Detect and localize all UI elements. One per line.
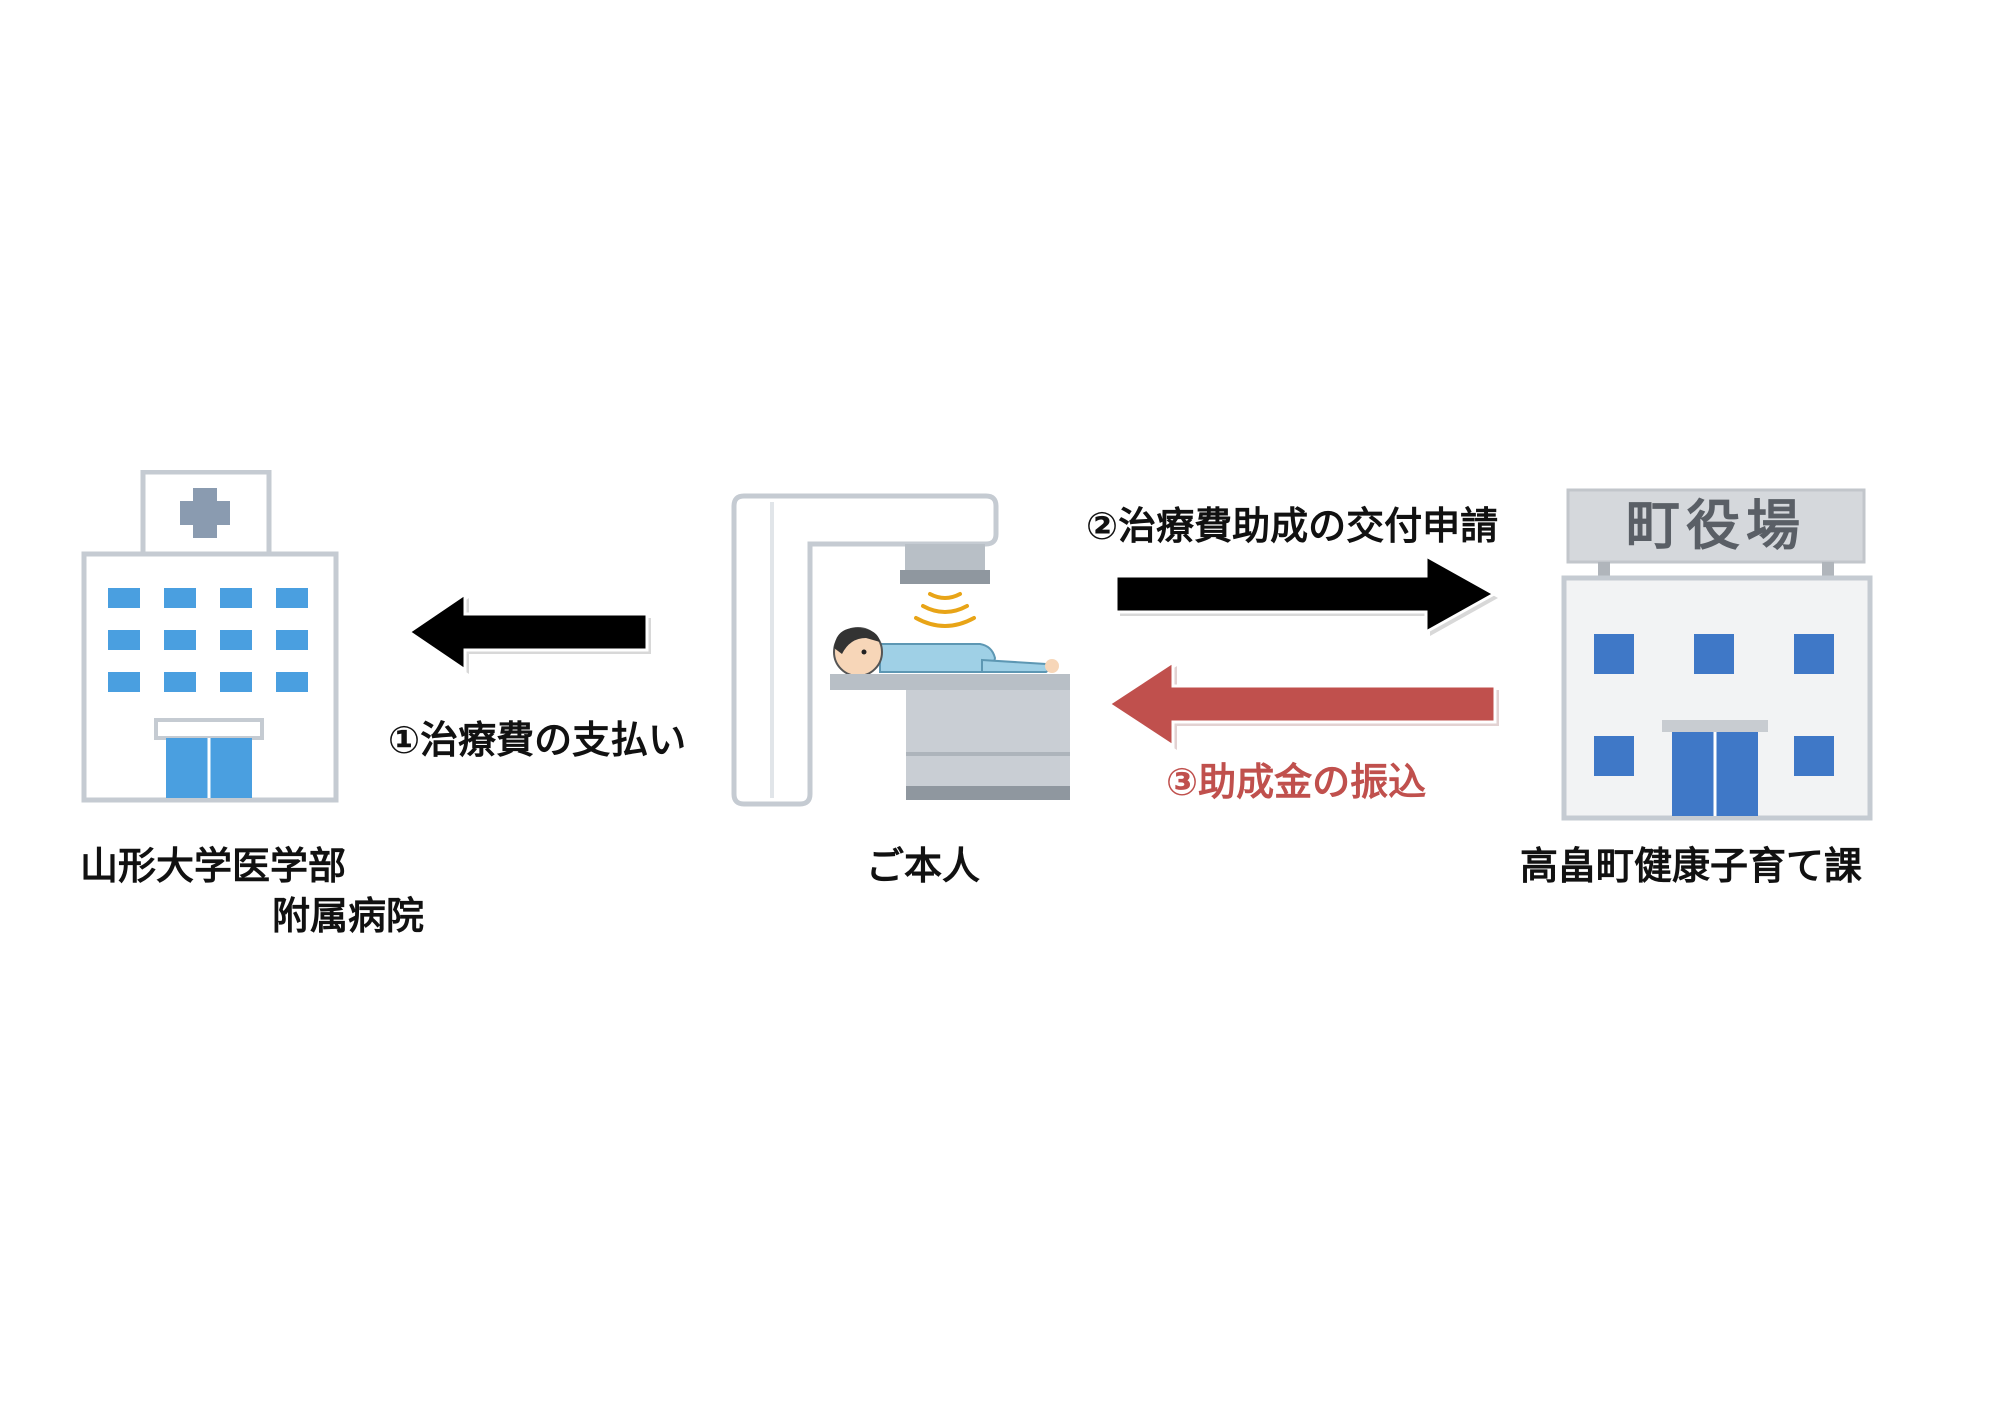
town-hall-sign-text: 町役場 [1626, 494, 1806, 557]
step-1-label: ①治療費の支払い [388, 718, 687, 762]
hospital-name-line2: 附属病院 [272, 894, 425, 938]
radiation-therapy-patient-icon [731, 493, 1070, 807]
application-arrow [1114, 553, 1498, 636]
hospital-name-line1: 山形大学医学部 [80, 844, 347, 888]
payment-arrow [406, 592, 651, 674]
step-3-label: ③助成金の振込 [1166, 760, 1427, 804]
transfer-arrow [1106, 659, 1499, 750]
patient-label: ご本人 [866, 844, 981, 888]
hospital-icon [81, 470, 339, 803]
step-2-label: ②治療費助成の交付申請 [1086, 504, 1499, 548]
town-office-label: 高畠町健康子育て課 [1520, 844, 1863, 888]
town-hall-icon: 町役場 [1561, 488, 1873, 821]
